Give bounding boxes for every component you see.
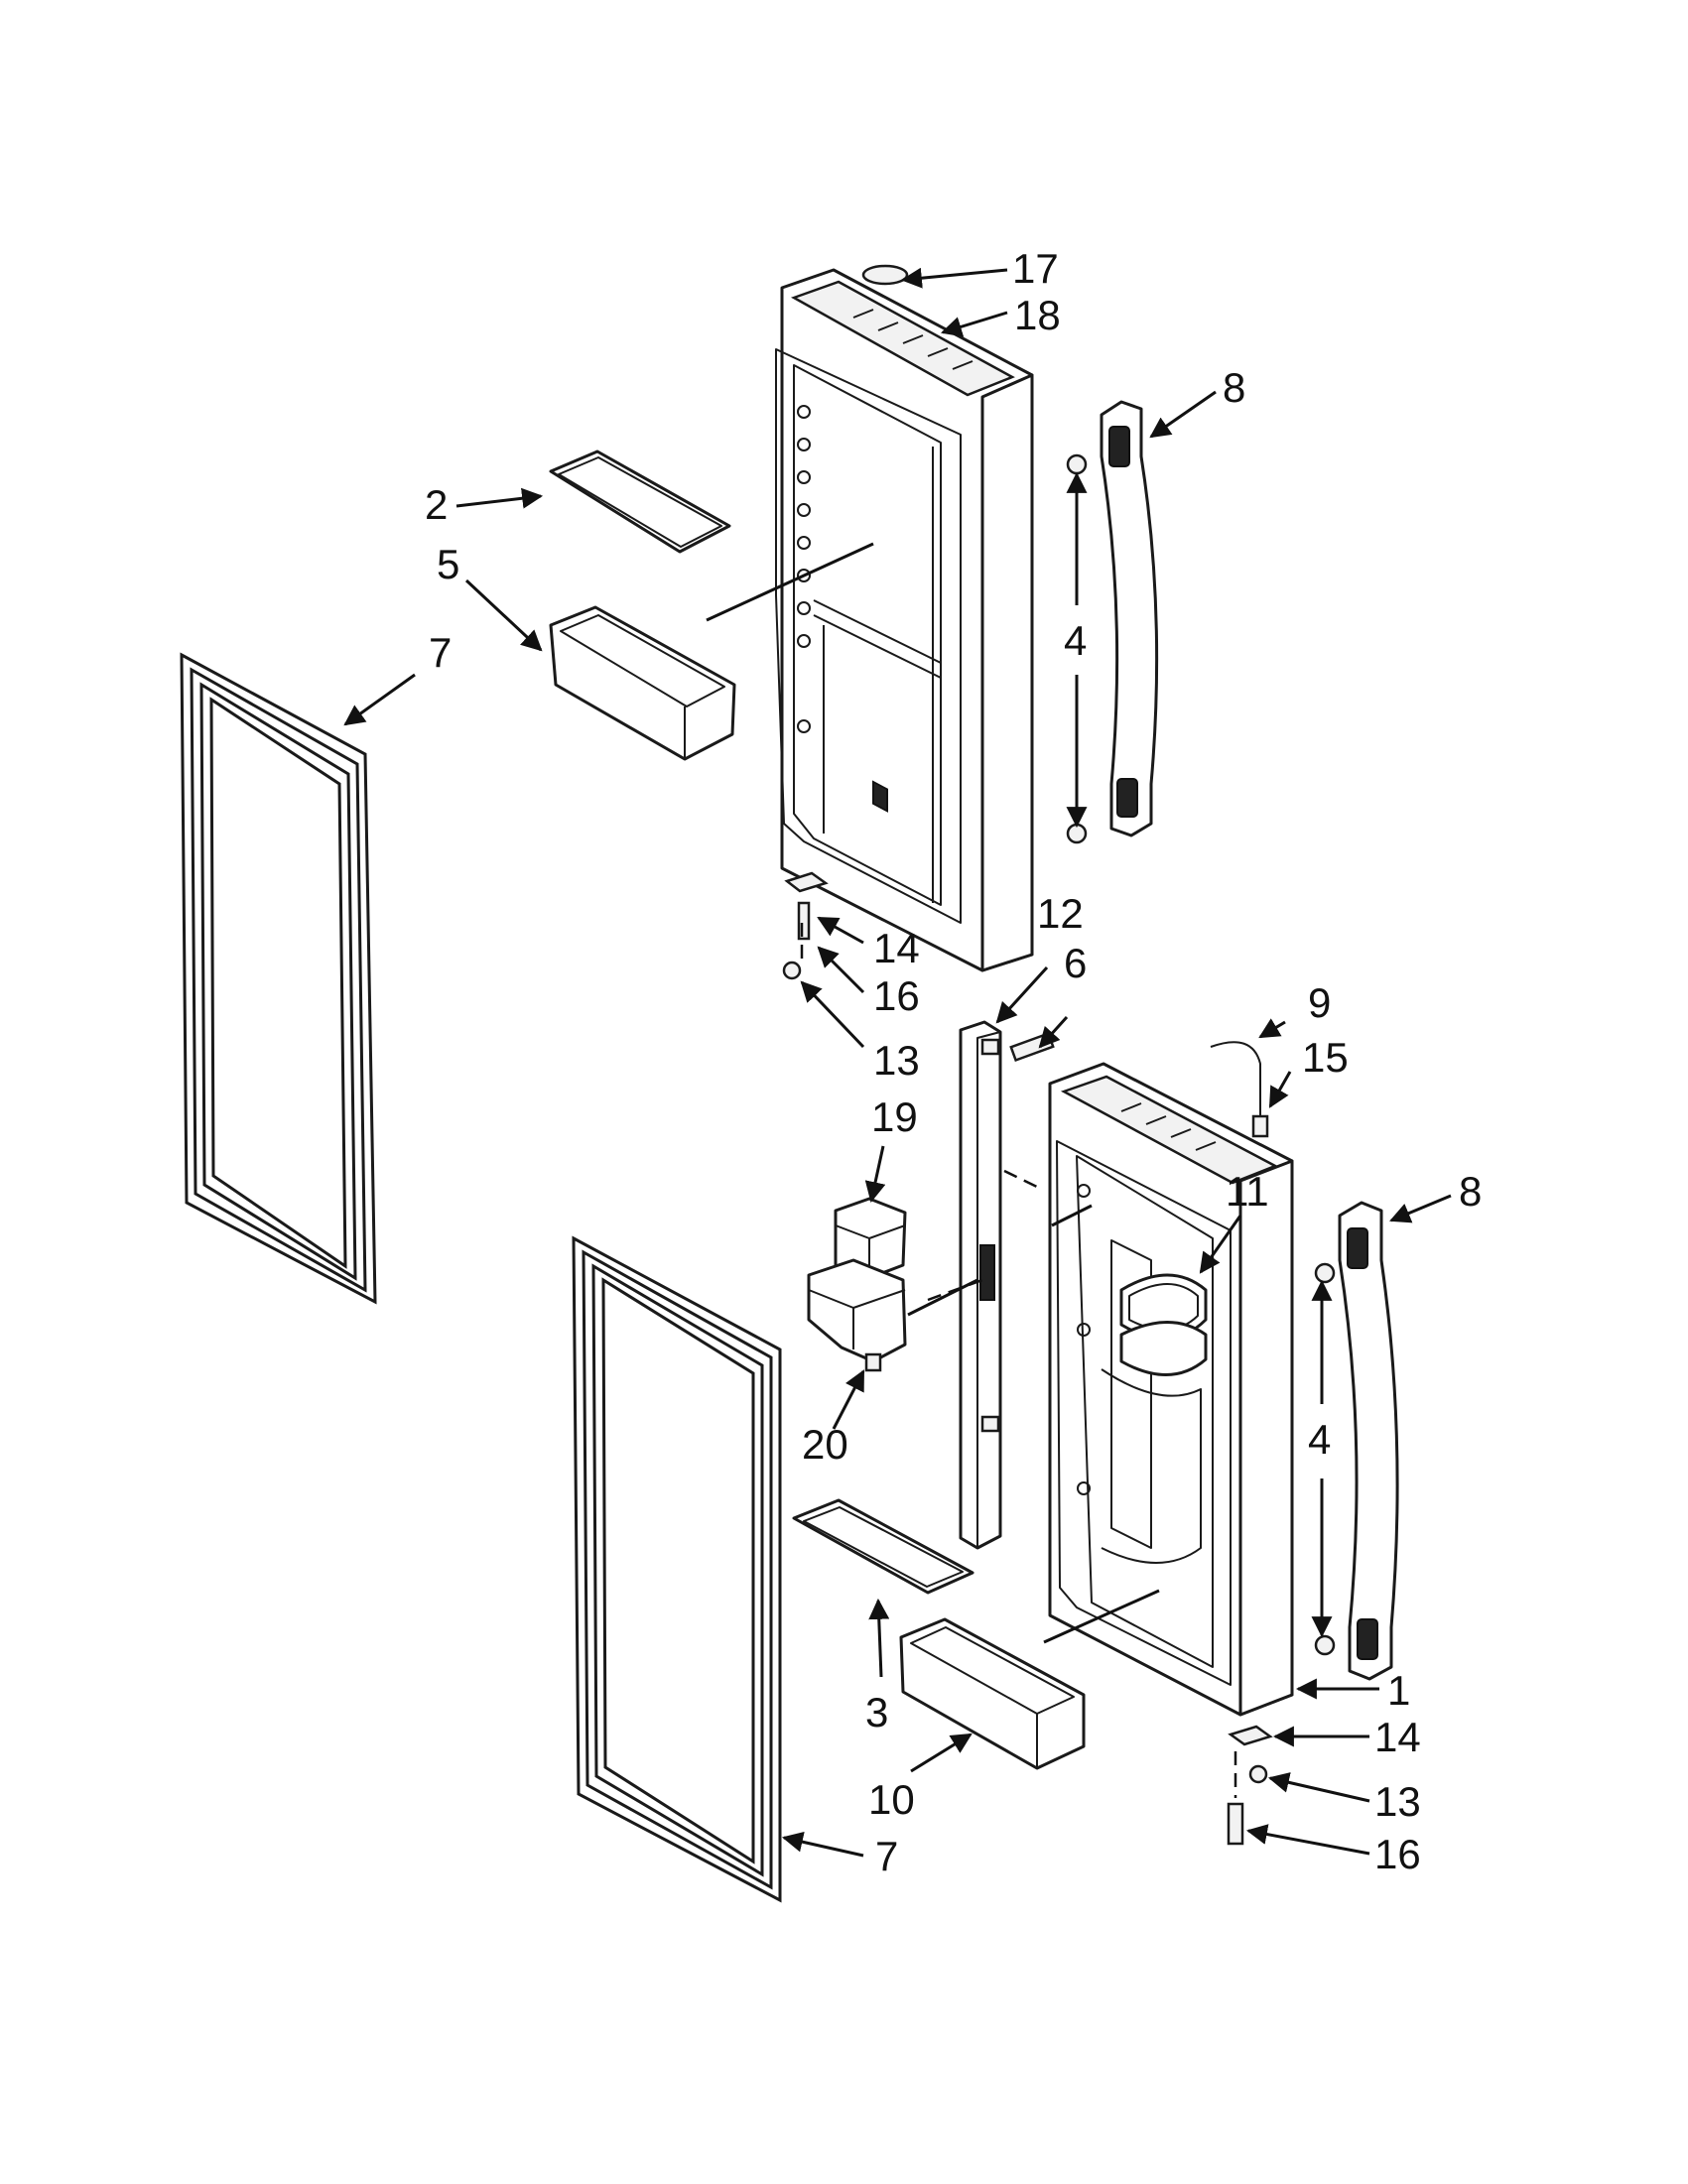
door-gasket-left xyxy=(180,652,377,1305)
door-bin-10 xyxy=(899,1617,1086,1770)
screw-bottom-lower xyxy=(1314,1634,1336,1656)
top-pad xyxy=(861,264,909,286)
tube-fitting xyxy=(1251,1114,1269,1138)
screw-top xyxy=(1066,453,1088,475)
callout-3: 3 xyxy=(865,1689,888,1735)
callout-labels: 17 18 8 2 5 7 4 14 16 13 12 6 9 15 19 11… xyxy=(425,245,1482,1879)
callout-14-lower: 14 xyxy=(1374,1714,1421,1760)
callout-8-lower: 8 xyxy=(1459,1168,1482,1215)
callout-19: 19 xyxy=(871,1093,918,1140)
callout-20: 20 xyxy=(802,1421,848,1468)
door-handle-upper xyxy=(1066,400,1159,844)
screw-top-lower xyxy=(1314,1262,1336,1284)
bushing-lower xyxy=(1248,1764,1268,1784)
callout-6: 6 xyxy=(1064,940,1087,986)
callout-8-upper: 8 xyxy=(1223,364,1245,411)
dispenser-housing-20 xyxy=(807,1258,907,1372)
callout-2: 2 xyxy=(425,481,448,528)
hinge-pin-upper xyxy=(797,901,811,941)
callout-10: 10 xyxy=(868,1776,915,1823)
bushing-upper xyxy=(782,961,802,980)
callout-16-upper: 16 xyxy=(873,972,920,1019)
hinge-plate-upper xyxy=(784,871,829,893)
center-mullion xyxy=(959,1020,1055,1550)
callout-17: 17 xyxy=(1012,245,1059,292)
ice-chute-seal xyxy=(1119,1273,1208,1376)
door-cap-vents xyxy=(872,780,888,813)
door-handle-lower xyxy=(1314,1201,1399,1681)
left-door-assembly xyxy=(775,264,1034,980)
screw-bottom xyxy=(1066,823,1088,844)
right-door-assembly xyxy=(1048,1041,1294,1846)
callout-13-lower: 13 xyxy=(1374,1778,1421,1825)
door-shelf-2 xyxy=(549,450,731,554)
callout-5: 5 xyxy=(437,541,459,587)
callout-13-upper: 13 xyxy=(873,1037,920,1084)
door-bin-5 xyxy=(549,605,736,761)
callout-16-lower: 16 xyxy=(1374,1831,1421,1877)
door-shelf-3 xyxy=(792,1498,974,1595)
callout-14-upper: 14 xyxy=(873,925,920,971)
callout-18: 18 xyxy=(1014,292,1061,338)
callout-leaders xyxy=(343,267,1452,1858)
callout-1: 1 xyxy=(1387,1667,1410,1714)
callout-7-lower: 7 xyxy=(875,1833,898,1879)
callout-12: 12 xyxy=(1037,890,1084,937)
door-gasket-right xyxy=(572,1235,782,1903)
callout-15: 15 xyxy=(1302,1034,1349,1081)
callout-11: 11 xyxy=(1226,1168,1269,1215)
callout-9: 9 xyxy=(1308,979,1331,1026)
alignment-lines xyxy=(706,542,1237,1798)
callout-4-upper: 4 xyxy=(1064,617,1087,664)
hinge-plate-lower xyxy=(1228,1725,1273,1746)
callout-4-lower: 4 xyxy=(1308,1416,1331,1463)
callout-7-upper: 7 xyxy=(429,629,452,676)
hinge-screw-lower xyxy=(1227,1802,1244,1846)
door-shelf-pegs xyxy=(797,405,811,733)
water-tube xyxy=(1210,1041,1261,1116)
